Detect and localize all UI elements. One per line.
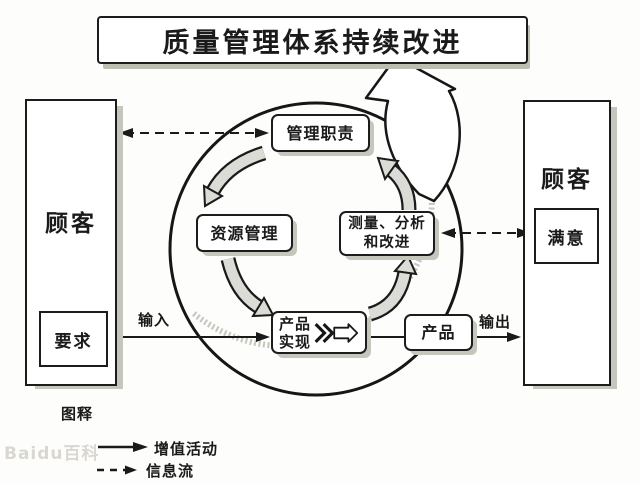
resource-management-label: 资源管理 — [210, 223, 279, 243]
legend-solid-label: 增值活动 — [154, 440, 219, 458]
product-realization-label: 产品 实现 — [279, 314, 312, 351]
info-flow-customer-management-arrow — [119, 128, 269, 138]
continual-improvement-arrow-icon — [364, 55, 461, 203]
legend-solid-arrow-icon — [98, 442, 148, 452]
legend-dashed-label: 信息流 — [146, 462, 195, 480]
measurement-label-line2: 和改进 — [363, 234, 411, 251]
requirements-label: 要求 — [54, 331, 93, 352]
output-label: 输出 — [479, 313, 512, 331]
product-label: 产品 — [421, 323, 456, 342]
value-add-chevron-icon — [314, 322, 359, 343]
management-responsibility-label: 管理职责 — [286, 123, 355, 143]
customer-left-label: 顾客 — [45, 211, 97, 237]
measurement-analysis-improvement-box: 测量、分析 和改进 — [339, 211, 435, 256]
cycle-arrow-measurement-to-management-icon — [376, 156, 417, 211]
input-label: 输入 — [138, 311, 171, 329]
customer-right-box: 顾客 满意 — [523, 100, 611, 386]
customer-left-box: 顾客 要求 — [25, 99, 117, 386]
cycle-arrow-management-to-resources-icon — [202, 145, 267, 208]
title-box: 质量管理体系持续改进 — [97, 16, 528, 64]
satisfaction-label: 满意 — [547, 228, 586, 249]
measurement-label-line1: 测量、分析 — [348, 215, 426, 232]
customer-right-label: 顾客 — [541, 167, 593, 193]
info-flow-measurement-satisfaction-arrow — [441, 228, 531, 238]
cycle-circle — [168, 101, 464, 397]
legend-dashed-arrow-icon — [97, 465, 137, 475]
cycle-arrow-resources-to-realization-icon — [220, 257, 275, 318]
resource-management-box: 资源管理 — [196, 214, 293, 252]
satisfaction-box: 满意 — [534, 208, 599, 264]
cycle-circle-shadow — [190, 148, 435, 350]
requirements-box: 要求 — [39, 311, 108, 367]
page-title: 质量管理体系持续改进 — [162, 27, 463, 59]
management-responsibility-box: 管理职责 — [271, 114, 370, 152]
output-flow-arrow — [473, 332, 521, 342]
product-realization-box: 产品 实现 — [271, 311, 367, 354]
cycle-arrow-realization-to-measurement-icon — [367, 254, 418, 322]
baidu-watermark: Baidu百科 — [4, 444, 100, 464]
product-box: 产品 — [404, 314, 473, 351]
legend-title: 图释 — [61, 405, 94, 423]
input-flow-arrow — [107, 332, 270, 342]
